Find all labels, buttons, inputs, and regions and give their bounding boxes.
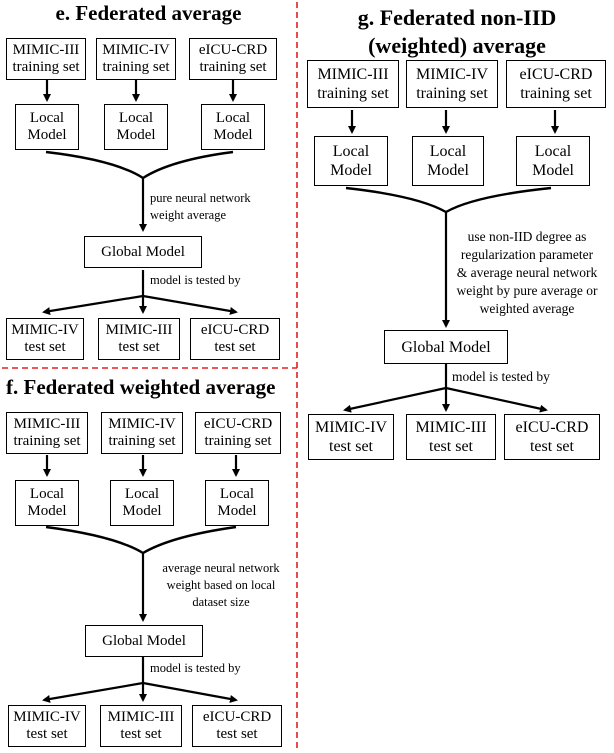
panel-g-aggregation-label: use non-IID degree as regularization par… [456, 229, 598, 316]
panel-g-test-label: model is tested by [452, 369, 550, 384]
panel-f-training-mimic-iii: MIMIC-III training set [6, 412, 88, 454]
panel-e-connectors [42, 80, 238, 315]
panel-g-title: g. Federated non-IID (weighted) average [357, 5, 557, 58]
panel-e-local-model-2: Local Model [104, 104, 168, 150]
panel-f-test-mimic-iv: MIMIC-IV test set [8, 705, 86, 747]
panel-f-test-mimic-iii: MIMIC-III test set [100, 705, 182, 747]
panel-e-aggregation-label: pure neural network weight average [150, 191, 251, 222]
panel-e-global-model: Global Model [84, 236, 202, 268]
panel-f-training-mimic-iv: MIMIC-IV training set [101, 412, 183, 454]
panel-e-title: e. Federated average [55, 1, 242, 25]
panel-e-training-mimic-iii: MIMIC-III training set [6, 38, 86, 80]
panel-f-training-eicu-crd: eICU-CRD training set [195, 412, 281, 454]
panel-f-connectors [42, 455, 240, 703]
panel-f-test-label: model is tested by [150, 661, 241, 675]
panel-e-training-eicu-crd: eICU-CRD training set [189, 38, 277, 80]
panel-g-training-mimic-iv: MIMIC-IV training set [406, 60, 498, 108]
panel-g-global-model: Global Model [384, 330, 508, 364]
panel-f-aggregation-label: average neural network weight based on l… [162, 561, 280, 609]
panel-g-training-eicu-crd: eICU-CRD training set [506, 60, 606, 108]
panel-g-connectors [343, 110, 559, 413]
panel-f-local-model-1: Local Model [15, 480, 79, 526]
panel-e-test-label: model is tested by [150, 273, 241, 287]
panel-g-local-model-3: Local Model [516, 136, 590, 186]
panel-f-local-model-2: Local Model [110, 480, 174, 526]
panel-g-test-mimic-iv: MIMIC-IV test set [308, 414, 394, 460]
panel-e-local-model-1: Local Model [15, 104, 79, 150]
panel-f-local-model-3: Local Model [205, 480, 269, 526]
panel-g-training-mimic-iii: MIMIC-III training set [307, 60, 399, 108]
panel-e-test-mimic-iv: MIMIC-IV test set [6, 318, 84, 360]
panel-f-global-model: Global Model [85, 625, 203, 657]
panel-g-local-model-1: Local Model [314, 136, 388, 186]
panel-f-test-eicu-crd: eICU-CRD test set [192, 705, 282, 747]
panel-f-title: f. Federated weighted average [6, 375, 276, 399]
panel-e-test-eicu-crd: eICU-CRD test set [190, 318, 280, 360]
panel-e-local-model-3: Local Model [201, 104, 265, 150]
panel-g-local-model-2: Local Model [412, 136, 484, 186]
panel-e-test-mimic-iii: MIMIC-III test set [98, 318, 180, 360]
panel-e-training-mimic-iv: MIMIC-IV training set [96, 38, 176, 80]
panel-g-test-mimic-iii: MIMIC-III test set [406, 414, 496, 460]
panel-g-test-eicu-crd: eICU-CRD test set [504, 414, 600, 460]
